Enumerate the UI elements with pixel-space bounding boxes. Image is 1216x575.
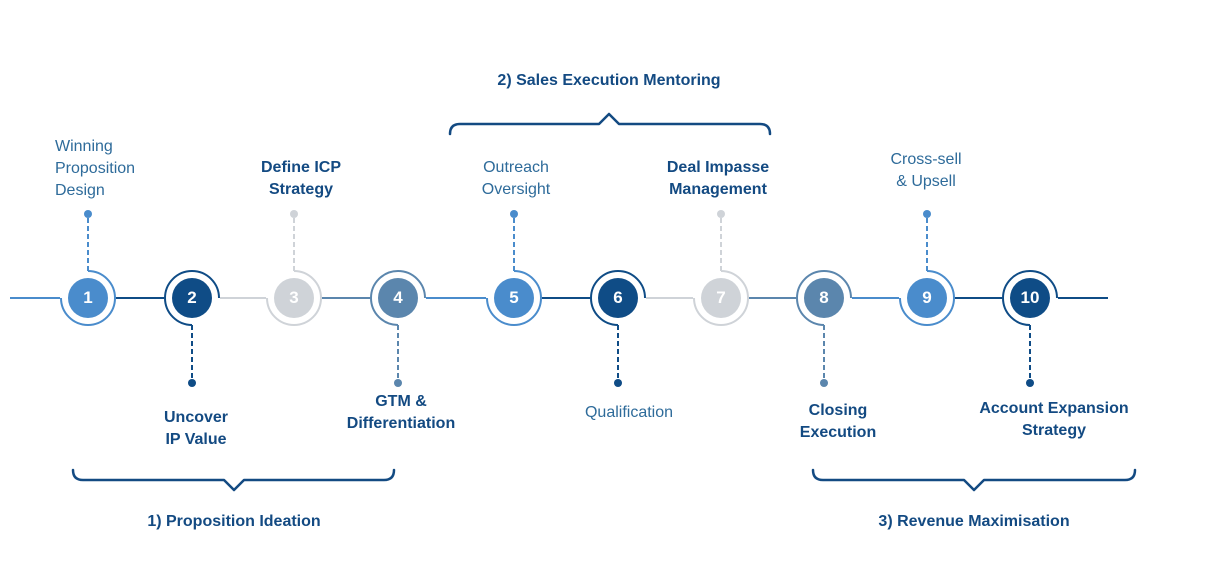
step-ring [486, 270, 543, 327]
step-label-2: Uncover IP Value [164, 407, 228, 451]
step-number-8: 8 [804, 278, 844, 318]
step-label-4: GTM & Differentiation [347, 391, 455, 435]
step-ring [163, 269, 220, 326]
step-label-3: Define ICP Strategy [261, 157, 341, 201]
step-label-line: Outreach [483, 159, 549, 176]
step-ring [899, 270, 956, 327]
step-label-line: Define ICP [260, 159, 342, 176]
step-number-3: 3 [274, 278, 314, 318]
step-label-line: Qualification [584, 404, 674, 421]
step-label-6: Qualification [585, 402, 673, 424]
step-ring [1001, 269, 1058, 326]
step-label-line: & Upsell [896, 173, 956, 190]
group-label-1: 1) Proposition Ideation [147, 513, 321, 530]
step-number-9: 9 [907, 278, 947, 318]
connector-dot [290, 210, 298, 218]
connector-dot [188, 379, 196, 387]
step-label-line: Uncover [163, 409, 229, 426]
step-label-line: Management [669, 181, 767, 198]
step-number-2: 2 [172, 278, 212, 318]
step-ring [795, 269, 852, 326]
step-label-line: Differentiation [346, 415, 456, 432]
connector-dot [614, 379, 622, 387]
connector-dot [84, 210, 92, 218]
step-ring [369, 269, 426, 326]
step-ring [693, 270, 750, 327]
step-label-line: Execution [799, 424, 877, 441]
step-number-1: 1 [68, 278, 108, 318]
step-number-7: 7 [701, 278, 741, 318]
group-label-2: 2) Sales Execution Mentoring [497, 72, 721, 89]
step-label-line: Strategy [268, 181, 334, 198]
connector-dot [923, 210, 931, 218]
connector-dot [717, 210, 725, 218]
step-label-line: Strategy [1021, 422, 1087, 439]
step-number-5: 5 [494, 278, 534, 318]
step-label-line: GTM & [375, 393, 427, 410]
step-label-line: Account Expansion [979, 400, 1129, 417]
step-number-4: 4 [378, 278, 418, 318]
step-label-line: Deal Impasse [666, 159, 770, 176]
group-label-3: 3) Revenue Maximisation [878, 513, 1070, 530]
step-label-9: Cross-sell & Upsell [890, 149, 961, 193]
connector-dot [820, 379, 828, 387]
step-label-line: Proposition [55, 160, 136, 177]
step-label-line: Oversight [481, 181, 551, 198]
connector-dot [1026, 379, 1034, 387]
step-ring [266, 270, 323, 327]
group-bracket [811, 468, 1137, 492]
connector-dot [394, 379, 402, 387]
step-ring [589, 269, 646, 326]
step-label-line: Design [55, 182, 105, 199]
step-label-line: Winning [55, 138, 113, 155]
connector-dot [510, 210, 518, 218]
step-ring [60, 270, 117, 327]
step-label-line: Cross-sell [890, 151, 962, 168]
group-bracket [448, 112, 772, 136]
step-number-10: 10 [1010, 278, 1050, 318]
step-label-line: IP Value [165, 431, 227, 448]
group-bracket [71, 468, 396, 492]
step-number-6: 6 [598, 278, 638, 318]
step-label-line: Closing [808, 402, 868, 419]
